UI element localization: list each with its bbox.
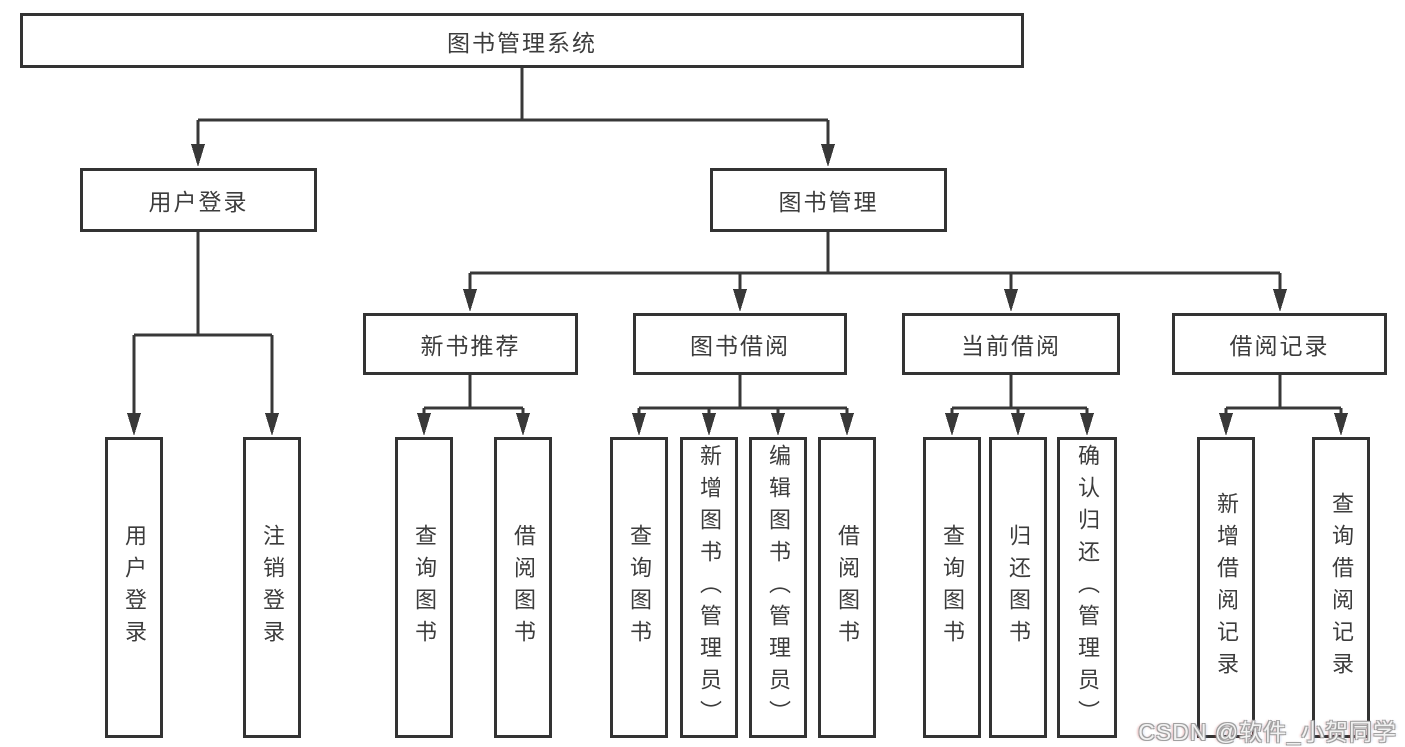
node-borrow-record: 借阅记录: [1172, 313, 1387, 375]
node-current-borrow: 当前借阅: [902, 313, 1120, 375]
node-label: 新书推荐: [420, 333, 521, 359]
node-book-management: 图书管理: [710, 168, 947, 232]
node-label: 借阅记录: [1229, 333, 1330, 359]
connector-root-split: [191, 67, 835, 167]
node-label: 查询图书: [627, 523, 652, 652]
leaf-borrow-book-recommend: 借阅图书: [494, 437, 552, 738]
node-library-system: 图书管理系统: [20, 13, 1024, 68]
leaf-add-book-admin: 新增图书（管理员）: [680, 437, 738, 738]
leaf-edit-book-admin: 编辑图书（管理员）: [749, 437, 807, 738]
node-label: 图书管理系统: [447, 29, 597, 56]
connector-new-book-recommend-split: [417, 375, 530, 436]
connector-book-management-split: [463, 232, 1287, 312]
leaf-add-borrow-record: 新增借阅记录: [1197, 437, 1255, 738]
node-label: 图书借阅: [690, 333, 790, 359]
node-label: 用户登录: [122, 523, 147, 652]
node-label: 借阅图书: [835, 523, 860, 652]
leaf-return-book: 归还图书: [989, 437, 1047, 738]
node-label: 新增借阅记录: [1214, 491, 1239, 684]
node-label: 编辑图书（管理员）: [766, 443, 791, 732]
leaf-user-login: 用户登录: [105, 437, 163, 738]
node-label: 查询图书: [940, 523, 965, 652]
node-label: 用户登录: [148, 189, 249, 215]
connector-borrow-record-split: [1219, 375, 1348, 436]
connector-current-borrow-split: [945, 375, 1094, 436]
node-label: 查询借阅记录: [1329, 491, 1354, 684]
node-book-borrow: 图书借阅: [633, 313, 847, 375]
node-label: 图书管理: [778, 189, 879, 215]
node-label: 确认归还（管理员）: [1075, 443, 1100, 732]
leaf-query-borrow-record: 查询借阅记录: [1312, 437, 1370, 738]
node-label: 查询图书: [412, 523, 437, 652]
node-label: 新增图书（管理员）: [697, 443, 722, 732]
leaf-query-book-current: 查询图书: [923, 437, 981, 738]
leaf-logout: 注销登录: [243, 437, 301, 738]
node-new-book-recommend: 新书推荐: [363, 313, 578, 375]
connector-user-login-split: [127, 232, 279, 436]
leaf-query-book-recommend: 查询图书: [395, 437, 453, 738]
node-label: 借阅图书: [511, 523, 536, 652]
node-label: 当前借阅: [961, 333, 1061, 359]
node-label: 注销登录: [260, 523, 285, 652]
leaf-confirm-return-admin: 确认归还（管理员）: [1057, 437, 1117, 738]
leaf-borrow-book: 借阅图书: [818, 437, 876, 738]
node-user-login: 用户登录: [80, 168, 317, 232]
node-label: 归还图书: [1006, 523, 1031, 652]
connector-book-borrow-split: [632, 375, 854, 436]
leaf-query-book-borrow: 查询图书: [610, 437, 668, 738]
